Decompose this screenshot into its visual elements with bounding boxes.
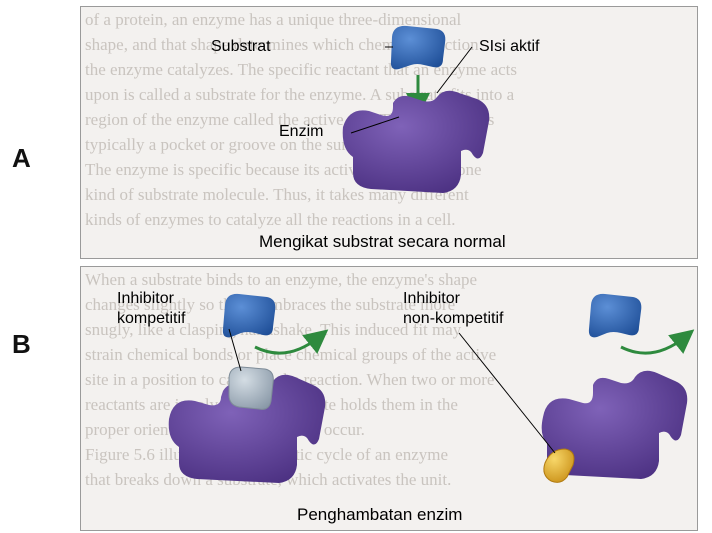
panel-a-marker: A (12, 143, 31, 174)
noncompetitive-inhibitor-label: Inhibitor non-kompetitif (403, 289, 504, 329)
active-site-label: SIsi aktif (479, 37, 539, 57)
substrate-shape-noncompetitive (589, 294, 641, 337)
panel-b-caption: Penghambatan enzim (297, 505, 462, 525)
competitive-inhibitor-label: Inhibitor kompetitif (117, 289, 185, 329)
substrate-shape-competitive (223, 294, 275, 337)
substrate-label: Substrat (211, 37, 271, 57)
enzyme-label: Enzim (279, 122, 323, 142)
normal-binding-illustration (81, 7, 697, 258)
competitive-inhibitor-shape (229, 367, 273, 409)
panel-a-caption: Mengikat substrat secara normal (259, 232, 506, 252)
enzyme-shape (343, 91, 490, 193)
substrate-shape (391, 26, 445, 69)
panel-b-marker: B (12, 329, 31, 360)
substrate-rejected-arrow-competitive (255, 337, 319, 353)
panel-b: When a substrate binds to an enzyme, the… (80, 266, 698, 531)
substrate-rejected-arrow-noncompetitive (621, 337, 685, 353)
panel-a: of a protein, an enzyme has a unique thr… (80, 6, 698, 259)
